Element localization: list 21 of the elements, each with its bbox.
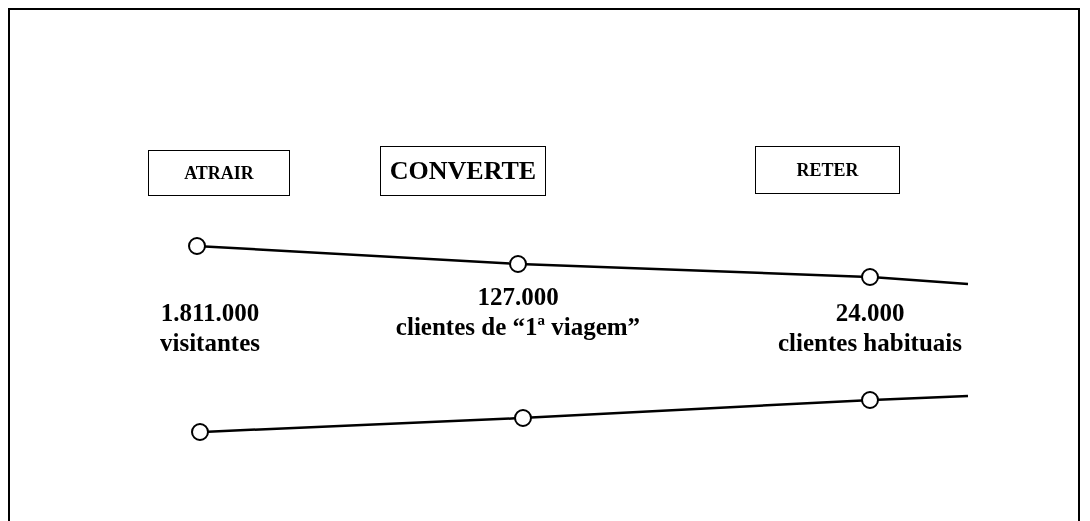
funnel-line: [530, 399, 863, 419]
funnel-line: [877, 276, 969, 286]
stage-label: RETER: [796, 159, 859, 181]
junction-circle: [514, 409, 532, 427]
count-label: 1.811.000 visitantes: [159, 298, 261, 358]
funnel-line: [877, 394, 969, 401]
junction-circle: [509, 255, 527, 273]
funnel-line: [204, 245, 511, 265]
stage-box: [148, 150, 290, 196]
junction-circle: [191, 423, 209, 441]
funnel-line: [525, 263, 863, 278]
count-label: 24.000 clientes habituais: [776, 298, 963, 358]
junction-circle: [861, 268, 879, 286]
funnel-line: [207, 417, 516, 433]
stage-box: [755, 146, 900, 194]
stage-label: ATRAIR: [184, 162, 254, 184]
junction-circle: [861, 391, 879, 409]
stage-label: CONVERTE: [389, 156, 537, 186]
junction-circle: [188, 237, 206, 255]
stage-box: [380, 146, 546, 196]
count-label: 127.000 clientes de “1ª viagem”: [394, 282, 642, 342]
